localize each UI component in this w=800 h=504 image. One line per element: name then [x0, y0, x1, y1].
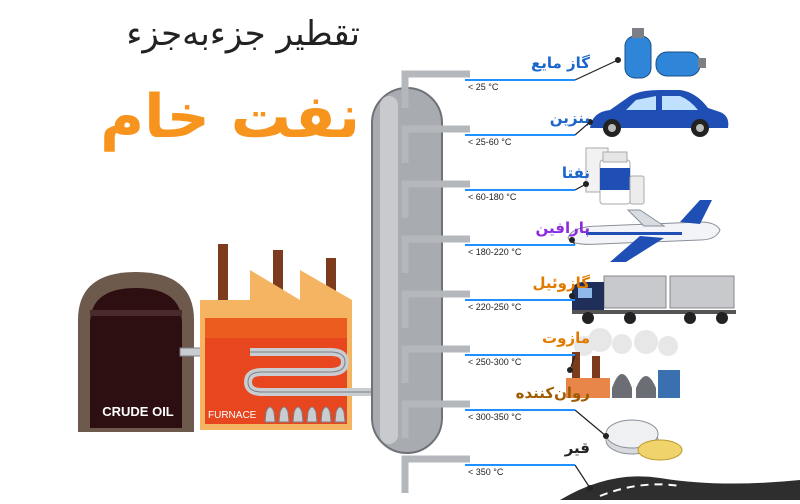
leader-dot	[567, 367, 573, 373]
burner	[320, 406, 332, 423]
burners	[264, 406, 346, 423]
crude-oil-label: CRUDE OIL	[102, 404, 174, 419]
outlet-pipe	[401, 125, 470, 163]
fraction-name: نفتا	[561, 164, 590, 182]
furnace-label: FURNACE	[208, 410, 257, 421]
airplane-icon	[567, 200, 721, 262]
outlet-pipe	[401, 345, 470, 383]
distillation-column	[371, 70, 470, 493]
title-main: نفت خام	[100, 82, 360, 152]
outlet-pipe	[401, 400, 470, 438]
truck-icon	[572, 275, 736, 324]
fraction-name: قیر	[564, 439, 590, 457]
car-icon	[590, 90, 729, 137]
outlet-pipe	[401, 70, 470, 108]
wax-tin-icon	[605, 419, 683, 461]
outlet-pipe	[401, 180, 470, 218]
fraction-name: بنزین	[549, 109, 590, 127]
fraction-name: مازوت	[542, 329, 590, 347]
fraction-temperature: < 180-220 °C	[468, 247, 522, 257]
fraction-name: گازوئیل	[532, 274, 590, 292]
chemical-bottles-icon	[585, 147, 645, 205]
factory-icon	[566, 328, 680, 398]
fraction-temperature: < 250-300 °C	[468, 357, 522, 367]
leader-dot	[569, 237, 575, 243]
outlet-pipe	[401, 235, 470, 273]
fraction-temperature: < 300-350 °C	[468, 412, 522, 422]
fraction-rule	[465, 409, 575, 411]
leader-dot	[587, 485, 593, 491]
fraction-name: گاز مایع	[530, 54, 590, 72]
furnace	[200, 244, 372, 430]
title-top: تقطیر جزءبه‌جزء	[126, 14, 360, 54]
crude-oil-tank	[78, 272, 194, 432]
fraction-rule	[465, 134, 575, 136]
leader-line	[574, 464, 591, 489]
fraction-rule	[465, 79, 575, 81]
outlet-pipe	[401, 455, 470, 493]
leader-lines	[567, 57, 621, 491]
burner	[306, 406, 318, 423]
leader-dot	[583, 181, 589, 187]
leader-dot	[615, 57, 621, 63]
leader-dot	[603, 433, 609, 439]
fraction-temperature: < 60-180 °C	[468, 192, 517, 202]
fraction-rule	[465, 244, 575, 246]
fraction-rule	[465, 354, 575, 356]
fraction-name: روان‌کننده	[515, 384, 590, 402]
fraction-rule	[465, 464, 575, 466]
fraction-name: پارافین	[535, 219, 591, 237]
leader-line	[574, 59, 619, 81]
leader-dot	[587, 119, 593, 125]
fraction-rule	[465, 189, 575, 191]
fraction-temperature: < 25-60 °C	[468, 137, 512, 147]
burner	[292, 406, 304, 423]
leader-line	[574, 121, 591, 136]
fraction-rule	[465, 299, 575, 301]
outlet-pipe	[401, 290, 470, 328]
fraction-temperature: < 25 °C	[468, 82, 499, 92]
leader-dot	[569, 293, 575, 299]
road-icon	[560, 476, 800, 500]
fraction-temperature: < 220-250 °C	[468, 302, 522, 312]
fraction-temperature: < 350 °C	[468, 467, 504, 477]
gas-cylinder-icon	[624, 28, 706, 79]
burner	[334, 406, 346, 423]
product-icons	[560, 28, 800, 500]
burner	[278, 406, 290, 423]
leader-line	[574, 409, 607, 437]
burner	[264, 406, 276, 423]
column-outlets	[401, 70, 470, 493]
